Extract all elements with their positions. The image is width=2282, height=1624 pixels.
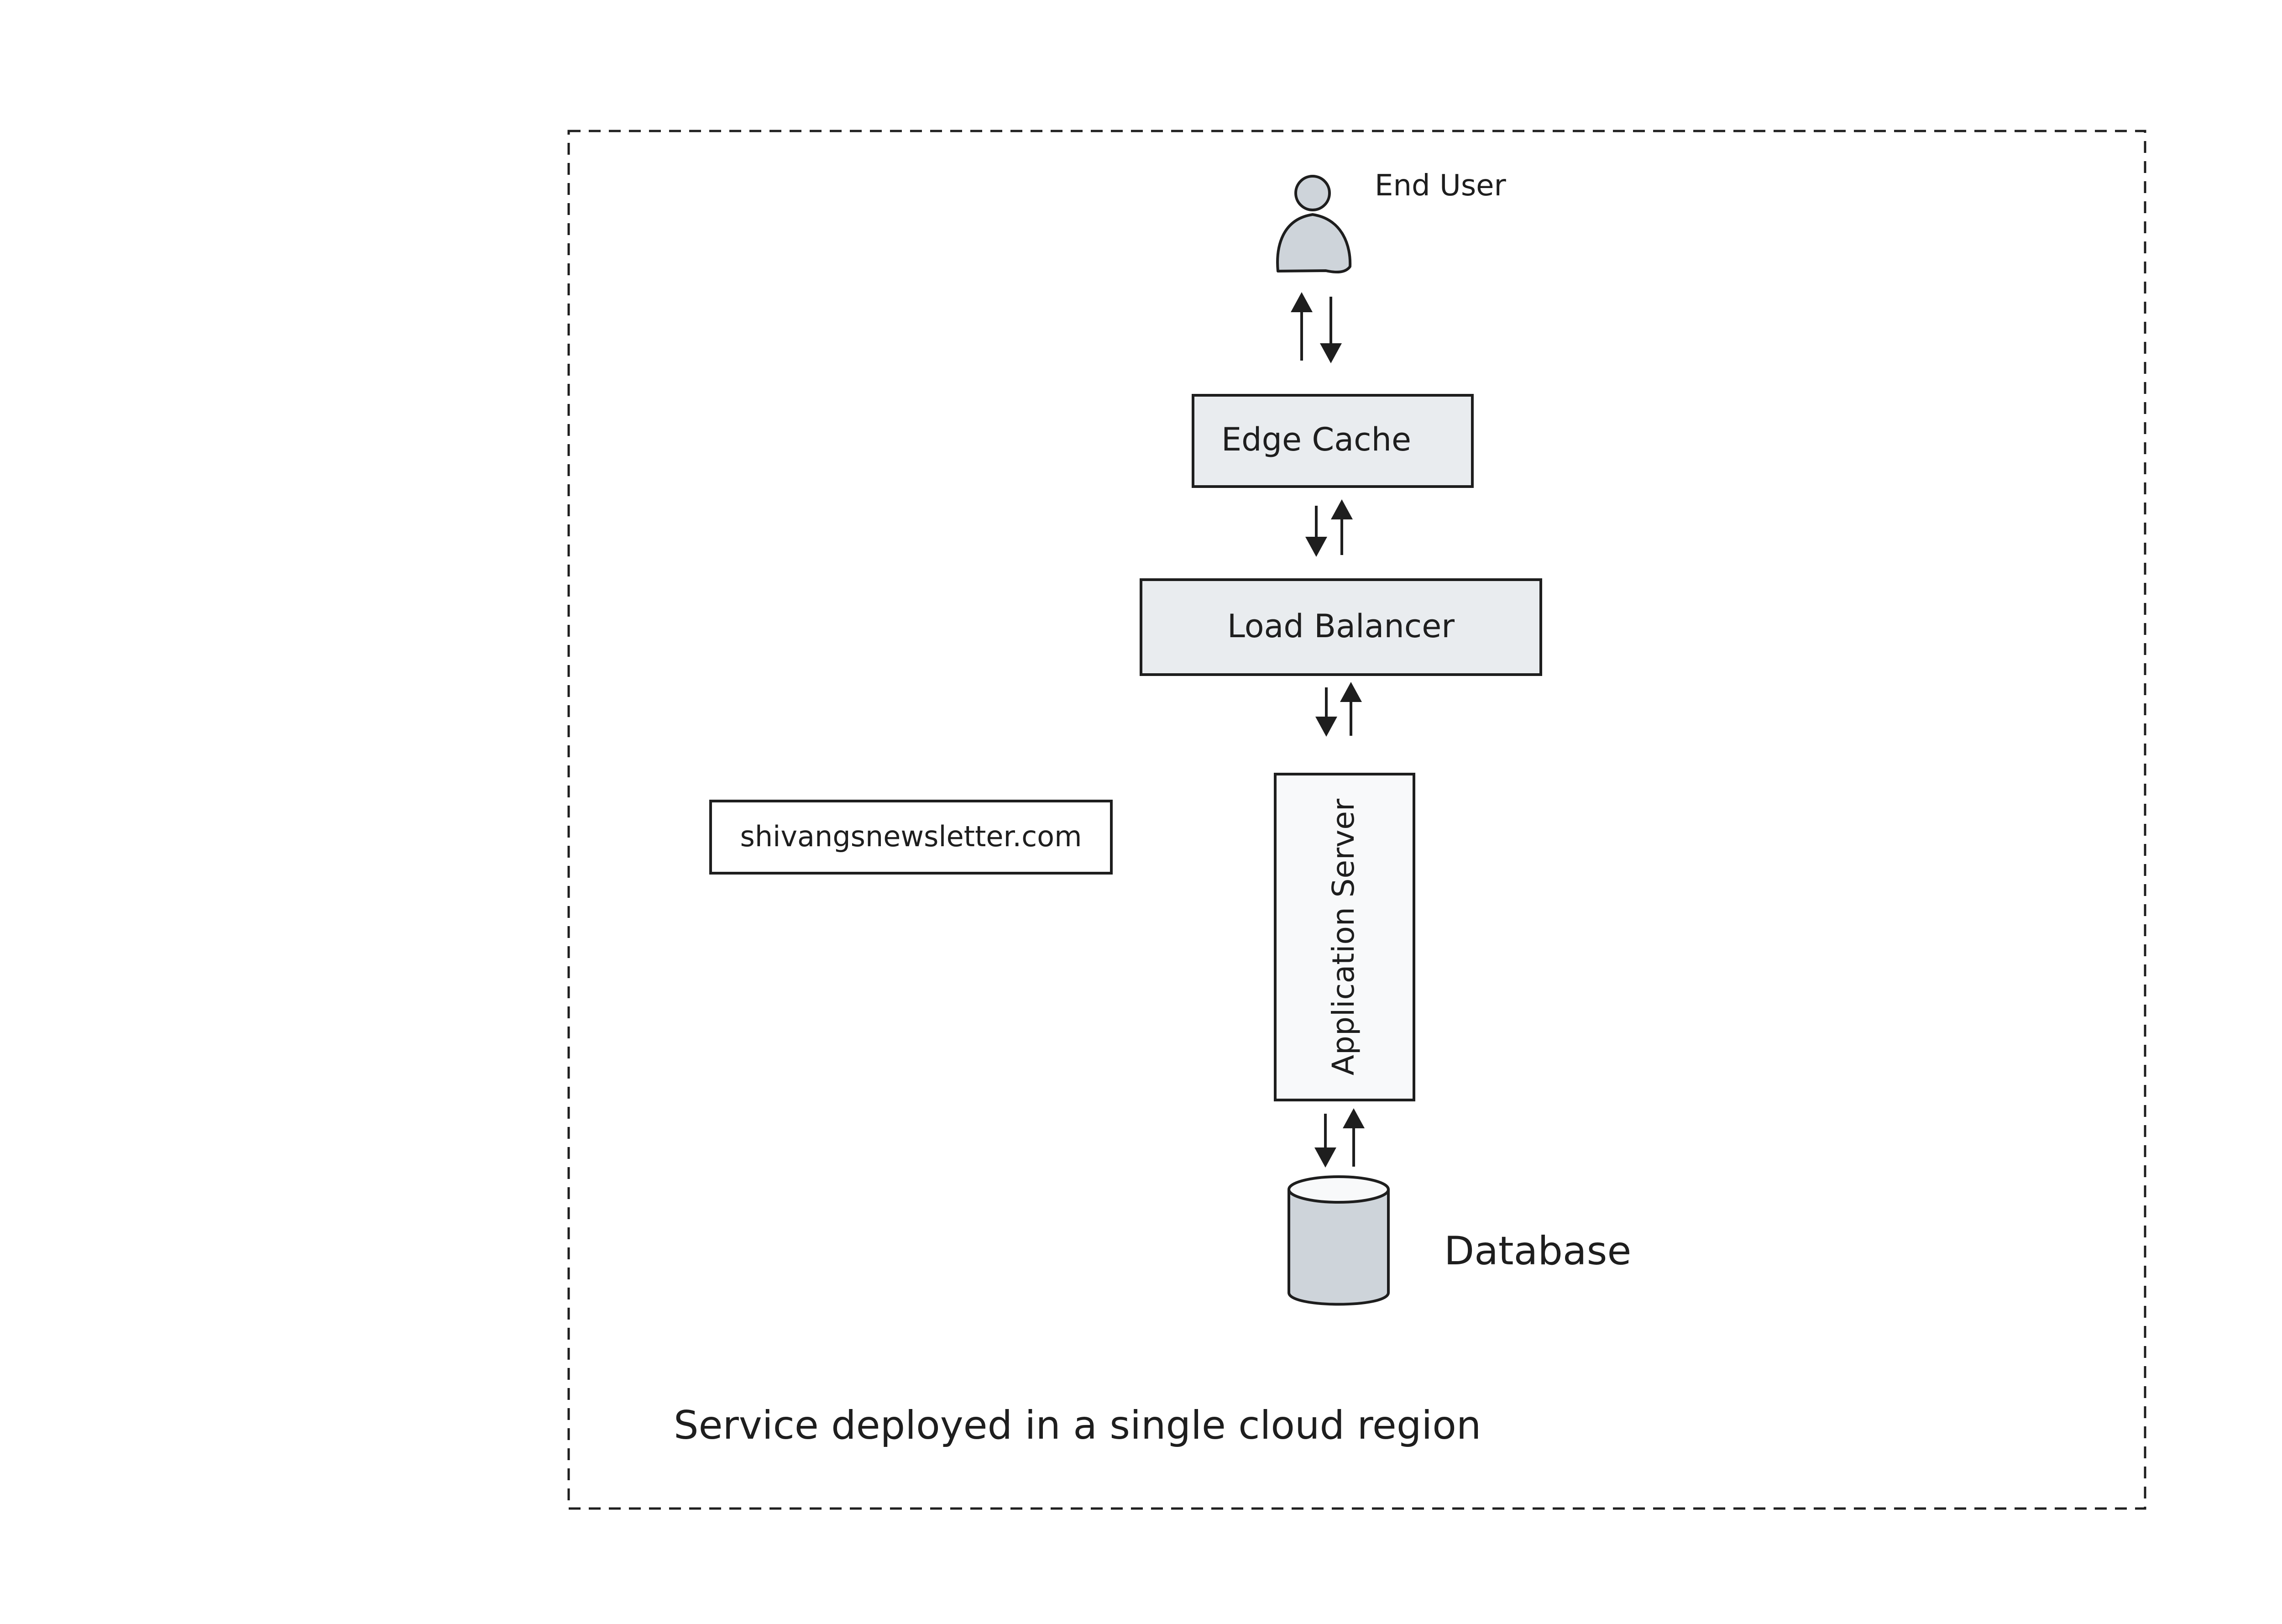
database-label: Database bbox=[1444, 1228, 1631, 1274]
lb-app-arrows bbox=[1315, 682, 1362, 737]
app-db-arrows bbox=[1314, 1108, 1365, 1168]
application-server-node: Application Server bbox=[1274, 773, 1415, 1101]
edge-lb-arrows bbox=[1305, 499, 1353, 557]
cloud-region-boundary bbox=[567, 130, 2146, 1510]
user-edge-arrows bbox=[1291, 292, 1342, 363]
application-server-label: Application Server bbox=[1326, 798, 1361, 1075]
end-user-label: End User bbox=[1375, 169, 1507, 203]
database-cylinder-icon bbox=[1288, 1175, 1390, 1306]
website-label: shivangsnewsletter.com bbox=[740, 820, 1082, 853]
user-icon bbox=[1276, 175, 1352, 274]
edge-cache-label: Edge Cache bbox=[1221, 421, 1411, 458]
region-caption: Service deployed in a single cloud regio… bbox=[674, 1403, 1481, 1448]
load-balancer-label: Load Balancer bbox=[1227, 608, 1455, 645]
website-label-box: shivangsnewsletter.com bbox=[709, 800, 1113, 875]
edge-cache-node: Edge Cache bbox=[1192, 394, 1474, 488]
load-balancer-node: Load Balancer bbox=[1140, 578, 1542, 676]
